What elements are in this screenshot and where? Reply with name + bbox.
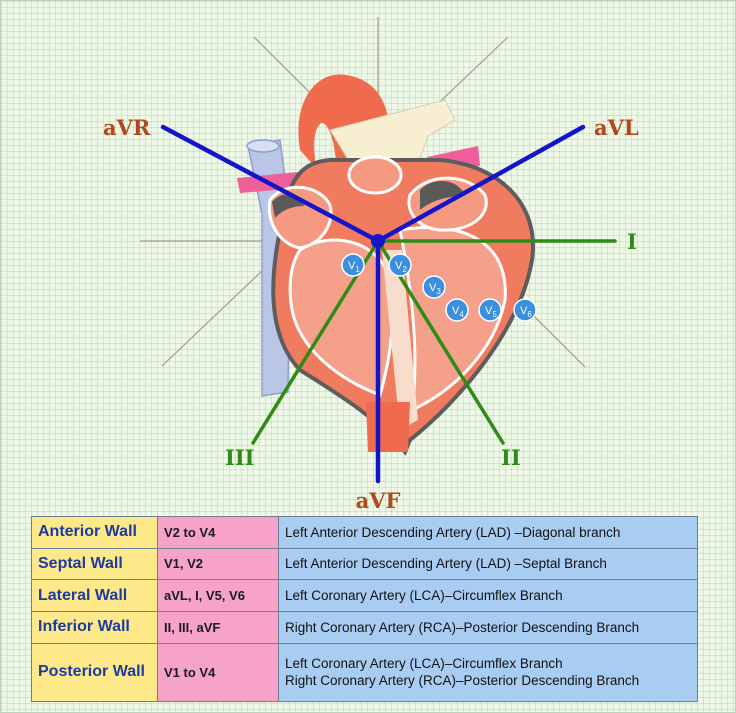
artery-cell: Left Coronary Artery (LCA)–Circumflex Br…: [278, 642, 698, 703]
electrode-V6-sub: 6: [527, 310, 532, 319]
aortic-valve: [347, 155, 403, 195]
electrode-V6-main: V: [520, 305, 528, 317]
lead-aVR-axis: [160, 124, 381, 244]
table-row: Anterior Wall V2 to V4 Left Anterior Des…: [31, 516, 698, 549]
electrode-V2: V2: [388, 253, 412, 277]
leads-cell: aVL, I, V5, V6: [157, 579, 279, 612]
svg-text:V4: V4: [452, 305, 464, 319]
artery-line: Left Coronary Artery (LCA)–Circumflex Br…: [285, 656, 563, 672]
electrode-V2-main: V: [395, 260, 403, 272]
artery-cell: Right Coronary Artery (RCA)–Posterior De…: [278, 610, 698, 644]
lead-aVL-axis: [375, 124, 586, 244]
electrode-V1-main: V: [348, 260, 356, 272]
electrode-V5-main: V: [485, 305, 493, 317]
svg-text:V3: V3: [429, 282, 441, 296]
label-II: II: [501, 445, 521, 470]
artery-line: Left Anterior Descending Artery (LAD) –D…: [285, 524, 621, 540]
electrode-V4: V4: [445, 298, 469, 322]
electrode-V1-sub: 1: [355, 265, 360, 274]
electrode-V2-sub: 2: [402, 265, 407, 274]
heart-illustration: [237, 74, 535, 456]
table-row: Inferior Wall II, III, aVF Right Coronar…: [31, 610, 698, 644]
wall-name-cell: Posterior Wall: [31, 642, 158, 703]
label-aVL: aVL: [594, 115, 639, 140]
axis-center-dot: [371, 234, 385, 248]
descending-aorta: [366, 402, 410, 452]
svg-text:V2: V2: [395, 260, 407, 274]
label-aVR: aVR: [103, 115, 151, 140]
artery-line: Right Coronary Artery (RCA)–Posterior De…: [285, 673, 640, 689]
table-row: Posterior Wall V1 to V4 Left Coronary Ar…: [31, 642, 698, 703]
artery-cell: Left Coronary Artery (LCA)–Circumflex Br…: [278, 579, 698, 612]
leads-cell: II, III, aVF: [157, 610, 279, 644]
augmented-lead-axes: [160, 124, 586, 484]
wall-lead-artery-table: Anterior Wall V2 to V4 Left Anterior Des…: [31, 516, 698, 703]
valve-opening-left: [420, 181, 465, 210]
septum: [382, 250, 418, 430]
leads-cell: V1 to V4: [157, 642, 279, 703]
valve-opening-right: [272, 194, 304, 218]
electrode-V3: V3: [422, 275, 446, 299]
electrode-V3-sub: 3: [436, 287, 441, 296]
table-row: Lateral Wall aVL, I, V5, V6 Left Coronar…: [31, 579, 698, 612]
label-aVF: aVF: [356, 488, 401, 513]
svg-text:V5: V5: [485, 305, 497, 319]
electrode-V4-sub: 4: [459, 310, 464, 319]
electrode-V3-main: V: [429, 282, 437, 294]
svg-text:V6: V6: [520, 305, 532, 319]
precordial-electrodes: V1 V2 V3 V4 V5 V6: [341, 253, 537, 322]
artery-line: Left Anterior Descending Artery (LAD) –S…: [285, 556, 607, 572]
leads-cell: V1, V2: [157, 547, 279, 581]
artery-cell: Left Anterior Descending Artery (LAD) –S…: [278, 547, 698, 581]
leads-cell: V2 to V4: [157, 516, 279, 549]
label-I: I: [627, 229, 637, 254]
electrode-V5-sub: 5: [492, 310, 497, 319]
electrode-V6: V6: [513, 298, 537, 322]
artery-cell: Left Anterior Descending Artery (LAD) –D…: [278, 516, 698, 549]
right-ventricle: [288, 238, 394, 397]
wall-name-cell: Septal Wall: [31, 547, 158, 581]
artery-line: Right Coronary Artery (RCA)–Posterior De…: [285, 619, 640, 635]
label-III: III: [225, 445, 254, 470]
electrode-V4-main: V: [452, 305, 460, 317]
electrode-V5: V5: [478, 298, 502, 322]
artery-line: Left Coronary Artery (LCA)–Circumflex Br…: [285, 588, 563, 604]
table-row: Septal Wall V1, V2 Left Anterior Descend…: [31, 547, 698, 581]
wall-name-cell: Anterior Wall: [31, 516, 158, 549]
electrode-V1: V1: [341, 253, 365, 277]
svg-text:V1: V1: [348, 260, 360, 274]
wall-name-cell: Lateral Wall: [31, 579, 158, 612]
wall-name-cell: Inferior Wall: [31, 610, 158, 644]
vena-cava-opening: [246, 139, 280, 153]
